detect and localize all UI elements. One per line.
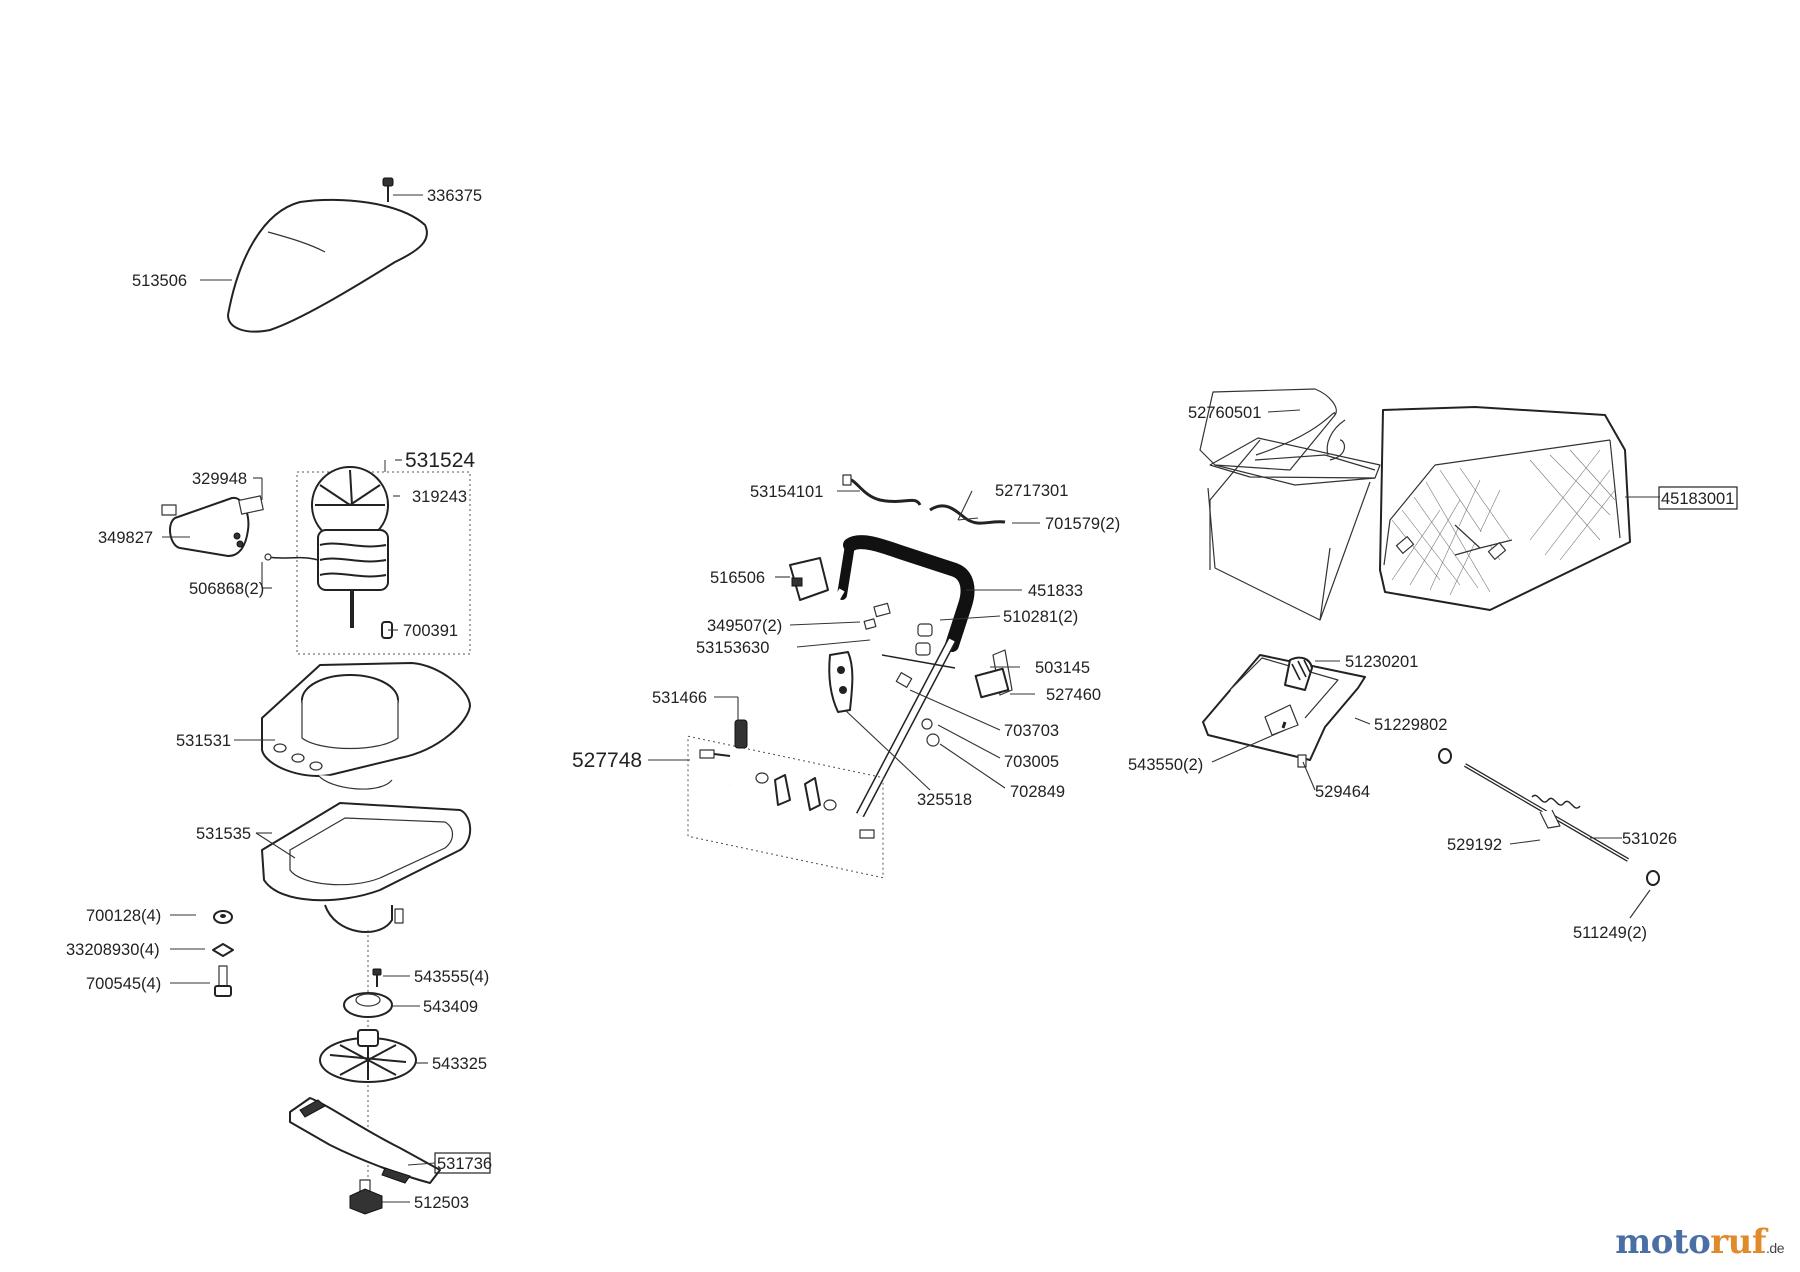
label-531736-box	[434, 1152, 491, 1174]
label-53154101: 53154101	[750, 483, 823, 501]
label-52760501: 52760501	[1188, 404, 1261, 422]
label-702849: 702849	[1010, 783, 1065, 801]
label-45183001: 45183001	[1661, 490, 1734, 508]
label-529192: 529192	[1447, 836, 1502, 854]
adapter-543409-drawing	[343, 992, 393, 1018]
label-451833: 451833	[1028, 582, 1083, 600]
washer-700128-drawing	[213, 910, 233, 924]
label-703005: 703005	[1004, 753, 1059, 771]
label-52717301: 52717301	[995, 482, 1068, 500]
screw-336375-drawing	[382, 177, 394, 202]
bracket-325518-drawing	[828, 651, 854, 713]
blade-531736-drawing	[289, 1097, 441, 1184]
label-51229802: 51229802	[1374, 716, 1447, 734]
label-531466: 531466	[652, 689, 707, 707]
handle-hardware-drawing	[863, 602, 1013, 747]
label-512503: 512503	[414, 1194, 469, 1212]
watermark-logo: motoruf.de	[1615, 1222, 1784, 1262]
motor-housing-drawing	[261, 662, 471, 790]
label-33208930: 33208930(4)	[66, 941, 160, 959]
bolt-512503-drawing	[349, 1179, 383, 1215]
label-53153630: 53153630	[696, 639, 769, 657]
chute-flap-drawing	[1202, 654, 1366, 768]
label-503145: 503145	[1035, 659, 1090, 677]
label-319243: 319243	[412, 488, 467, 506]
mower-deck-drawing	[261, 802, 472, 933]
label-325518: 325518	[917, 791, 972, 809]
label-531535: 531535	[196, 825, 251, 843]
label-510281: 510281(2)	[1003, 608, 1078, 626]
label-543325: 543325	[432, 1055, 487, 1073]
label-511249: 511249(2)	[1573, 924, 1647, 942]
leader-lines	[162, 194, 1660, 1203]
label-527460: 527460	[1046, 686, 1101, 704]
label-529464: 529464	[1315, 783, 1370, 801]
label-329948: 329948	[192, 470, 247, 488]
label-543555: 543555(4)	[414, 968, 489, 986]
label-45183001-box	[1658, 486, 1738, 510]
axle-531026-drawing	[1438, 748, 1660, 886]
label-516506: 516506	[710, 569, 765, 587]
bolt-700545-drawing	[214, 965, 232, 997]
screw-543555-drawing	[372, 968, 382, 987]
watermark-part2: ruf	[1710, 1222, 1767, 1262]
nut-33208930-drawing	[212, 943, 234, 957]
bag-45183001-drawing	[1379, 406, 1631, 611]
label-543550: 543550(2)	[1128, 756, 1203, 774]
motor-group-box	[296, 471, 471, 655]
label-543409: 543409	[423, 998, 478, 1016]
label-527748: 527748	[572, 749, 642, 772]
label-336375: 336375	[427, 187, 482, 205]
label-51230201: 51230201	[1345, 653, 1418, 671]
armature-drawing	[311, 466, 389, 628]
label-513506: 513506	[132, 272, 187, 290]
label-700545: 700545(4)	[86, 975, 161, 993]
switch-box-516506-drawing	[789, 557, 829, 601]
cable-53154101-drawing	[842, 474, 922, 506]
cable-52717301-drawing	[929, 504, 1006, 525]
brush-329948-drawing	[238, 495, 264, 515]
label-531736: 531736	[437, 1155, 492, 1173]
hood-cover-drawing	[227, 198, 428, 333]
lower-hardware-drawing	[699, 719, 875, 839]
label-700391: 700391	[403, 622, 458, 640]
brush-holder-drawing	[161, 496, 250, 557]
label-703703: 703703	[1004, 722, 1059, 740]
label-349827: 349827	[98, 529, 153, 547]
wire-506868-drawing	[264, 553, 319, 561]
label-531531: 531531	[176, 732, 231, 750]
fan-543325-drawing	[319, 1029, 417, 1083]
label-531524: 531524	[405, 449, 475, 472]
watermark-part1: moto	[1615, 1222, 1711, 1262]
label-700128: 700128(4)	[86, 907, 161, 925]
label-531026: 531026	[1622, 830, 1677, 848]
label-349507: 349507(2)	[707, 617, 782, 635]
bag-frame-52760501-drawing	[1199, 388, 1381, 621]
label-701579: 701579(2)	[1045, 515, 1120, 533]
handle-bar-drawing	[727, 535, 975, 818]
watermark-part3: .de	[1766, 1240, 1784, 1256]
label-506868: 506868(2)	[189, 580, 264, 598]
part-labels: 336375 513506 531524 329948 319243 34982…	[66, 187, 1738, 1212]
lower-handle-group-box	[687, 735, 884, 879]
